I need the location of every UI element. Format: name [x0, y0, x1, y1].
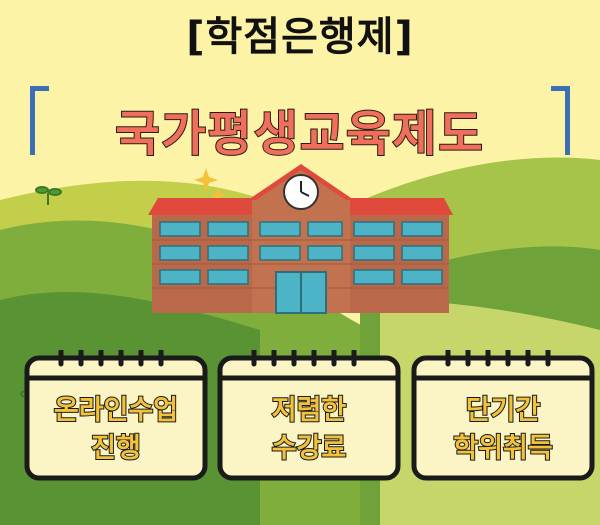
card-tuition-line2: 수강료 [271, 432, 348, 465]
calendar-frame-icon [24, 350, 208, 481]
header-title: [학점은행제] [186, 14, 414, 60]
sparkle-icon [194, 168, 225, 202]
card-degree-line2: 학위취득 [452, 432, 553, 465]
calendar-frame-icon [217, 350, 401, 481]
feature-card-tuition: 저렴한 수강료 [216, 350, 402, 482]
card-degree-line1: 단기간 [465, 394, 542, 427]
card-tuition-line1: 저렴한 [271, 394, 348, 427]
calendar-frame-icon [411, 350, 595, 481]
banner-title: 국가평생교육제도 [114, 105, 485, 163]
school-building-image [148, 164, 453, 314]
card-online-line1: 온라인수업 [53, 394, 179, 427]
sprout-icon [35, 186, 62, 205]
feature-card-online: 온라인수업 진행 [23, 350, 209, 482]
bracket-left [30, 86, 49, 155]
card-online-line2: 진행 [90, 432, 142, 465]
feature-card-degree: 단기간 학위취득 [410, 350, 596, 482]
bracket-right [551, 86, 570, 155]
